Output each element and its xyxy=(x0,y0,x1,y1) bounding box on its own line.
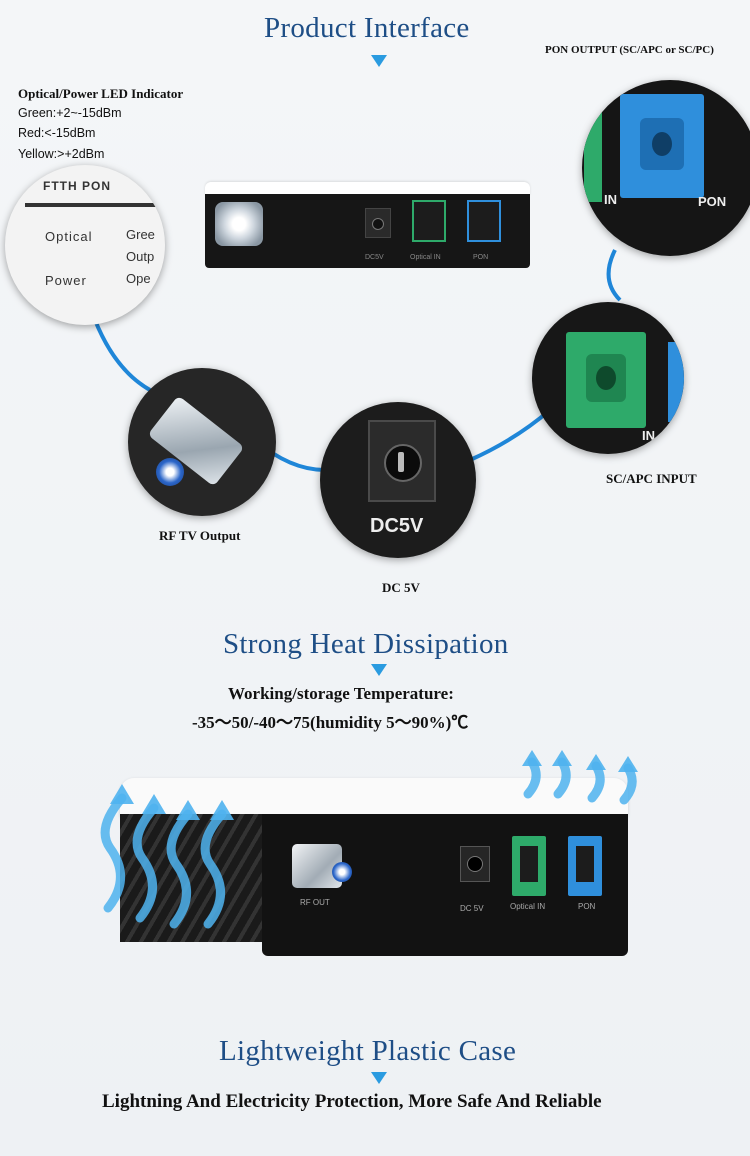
pon-output-zoom: IN PON xyxy=(582,80,750,256)
panel-green-text: Gree xyxy=(126,227,155,242)
port-pon-label: PON xyxy=(578,902,596,911)
top-port-dc-label: DC5V xyxy=(365,254,384,261)
section-title-product-interface: Product Interface xyxy=(264,12,470,44)
top-port-optical-label: Optical IN xyxy=(410,254,441,261)
device-front-panel: DC5V Optical IN PON xyxy=(205,194,530,268)
zoom-green-port xyxy=(566,332,646,428)
zoom-pon-port xyxy=(620,94,704,198)
section-title-heat: Strong Heat Dissipation xyxy=(223,628,509,660)
dc-zoom-label: DC5V xyxy=(370,515,424,537)
temp-label-line1: Working/storage Temperature: xyxy=(228,684,454,703)
sc-apc-input-label: SC/APC INPUT xyxy=(606,471,697,486)
optical-in-port xyxy=(412,200,446,242)
panel-ope-text: Ope xyxy=(126,271,151,286)
rf-zoom-center xyxy=(156,458,184,486)
dc-zoom-jack xyxy=(368,420,436,502)
panel-header-text: FTTH PON xyxy=(43,179,111,193)
arrow-down-icon xyxy=(371,664,387,676)
panel-outp-text: Outp xyxy=(126,249,155,264)
led-indicator-title: Optical/Power LED Indicator xyxy=(18,86,184,101)
heat-arrows xyxy=(100,750,638,929)
port-rf-label: RF OUT xyxy=(300,898,330,907)
dc-5v-label: DC 5V xyxy=(382,580,420,595)
heat-arrow-icon xyxy=(200,809,227,929)
device-side-vents xyxy=(120,814,262,942)
port-dc-label: DC 5V xyxy=(460,904,484,913)
heat-arrow-icon xyxy=(132,803,159,923)
arrow-down-icon xyxy=(371,55,387,67)
heat-arrow-icon xyxy=(100,793,127,913)
optical-in-port-big xyxy=(512,836,546,896)
panel-optical-text: Optical xyxy=(45,229,93,244)
arrow-down-icon xyxy=(371,1072,387,1084)
dc-jack xyxy=(365,208,391,238)
dc-port-big xyxy=(460,846,490,882)
device-front: RF OUT DC 5V Optical IN PON xyxy=(262,814,628,956)
heat-arrow-icon xyxy=(553,757,571,799)
zoom-in-label: IN xyxy=(604,192,617,207)
pon-port-big xyxy=(568,836,602,896)
zoom-blue-edge xyxy=(668,342,684,422)
heat-arrow-icon xyxy=(587,761,605,803)
heat-arrow-icon xyxy=(166,809,193,929)
led-red-spec: Red:<-15dBm xyxy=(18,126,96,140)
sc-input-zoom: IN xyxy=(532,302,684,454)
led-green-spec: Green:+2~-15dBm xyxy=(18,106,122,120)
zoom-green-edge xyxy=(584,106,602,202)
zoom-pon-label: PON xyxy=(698,194,727,209)
case-subtitle: Lightning And Electricity Protection, Mo… xyxy=(102,1091,602,1112)
panel-power-text: Power xyxy=(45,273,87,288)
port-optical-label: Optical IN xyxy=(510,902,546,911)
rf-port-big-center xyxy=(332,862,352,882)
led-yellow-spec: Yellow:>+2dBm xyxy=(18,147,105,161)
heat-arrow-icon xyxy=(619,763,637,805)
pon-port xyxy=(467,200,501,242)
temp-label-line2: -35～50/-40～75(humidity 5～90%)℃ xyxy=(192,713,469,732)
section-title-case: Lightweight Plastic Case xyxy=(219,1035,517,1067)
rf-tv-output-label: RF TV Output xyxy=(159,528,241,543)
led-panel-zoom: FTTH PON Optical Power Gree Outp Ope xyxy=(5,165,165,325)
heat-arrow-icon xyxy=(523,757,541,799)
device-top-cover xyxy=(205,182,530,196)
dc-zoom: DC5V xyxy=(320,402,476,558)
rf-output-zoom xyxy=(128,368,276,516)
device-top-white xyxy=(120,778,628,818)
device-angled-view: RF OUT DC 5V Optical IN PON xyxy=(100,770,640,970)
pon-output-label: PON OUTPUT (SC/APC or SC/PC) xyxy=(545,44,714,56)
rf-connector xyxy=(215,202,263,246)
device-front-view: DC5V Optical IN PON xyxy=(205,182,530,272)
zoom-in-label-green: IN xyxy=(642,428,655,443)
panel-divider xyxy=(25,203,165,207)
top-port-pon-label: PON xyxy=(473,254,489,261)
